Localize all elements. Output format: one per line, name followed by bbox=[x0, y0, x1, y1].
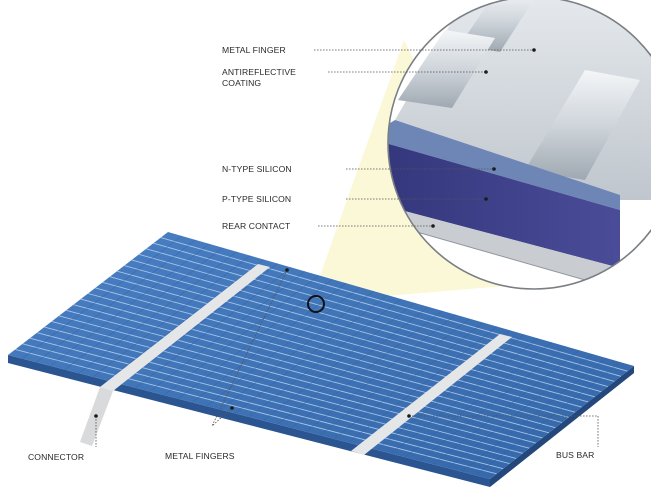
label-connector: CONNECTOR bbox=[28, 452, 84, 462]
cell-grid-division bbox=[348, 326, 498, 443]
cell-grid-division bbox=[475, 361, 621, 476]
cell-grid-division bbox=[433, 349, 580, 465]
label-metal-finger: METAL FINGER bbox=[222, 45, 286, 55]
cell-grid-division bbox=[21, 235, 182, 359]
cell-grid-division bbox=[64, 247, 224, 370]
cell-grid-division bbox=[192, 282, 347, 403]
cell-grid-division bbox=[447, 353, 594, 469]
zoom-highlight-circle bbox=[307, 295, 325, 313]
cell-grid-division bbox=[418, 346, 566, 462]
cell-grid-division bbox=[50, 243, 210, 367]
cell-grid-division bbox=[262, 302, 415, 421]
label-metal-fingers: METAL FINGERS bbox=[165, 451, 235, 461]
cell-grid-division bbox=[135, 267, 292, 389]
label-bus-bar: BUS BAR bbox=[556, 450, 594, 460]
label-rear-contact: REAR CONTACT bbox=[222, 221, 291, 231]
cell-grid-division bbox=[121, 263, 278, 385]
cell-grid-division bbox=[220, 290, 374, 410]
label-antireflective-line2: COATING bbox=[222, 78, 261, 88]
label-n-type-silicon: N-TYPE SILICON bbox=[222, 164, 292, 174]
cell-grid-division bbox=[291, 310, 443, 429]
cell-grid-division bbox=[277, 306, 429, 425]
cell-grid-division bbox=[333, 322, 484, 440]
label-p-type-silicon: P-TYPE SILICON bbox=[222, 194, 291, 204]
cell-grid-division bbox=[149, 271, 306, 392]
cell-grid-division bbox=[461, 357, 607, 472]
bus-bar-right bbox=[351, 334, 512, 455]
cell-grid-division bbox=[177, 279, 333, 400]
cell-grid-division bbox=[248, 298, 402, 418]
label-antireflective-line1: ANTIREFLECTIVE bbox=[222, 67, 296, 77]
cell-grid-division bbox=[234, 294, 388, 414]
cell-grid-division bbox=[36, 239, 196, 363]
cell-grid-division bbox=[163, 275, 319, 396]
cell-grid-division bbox=[92, 255, 251, 378]
cell-grid-division bbox=[376, 334, 525, 451]
cell-grid-division bbox=[319, 318, 470, 436]
cross-section-zoom bbox=[387, 0, 651, 290]
leader-lines bbox=[94, 48, 599, 447]
cell-grid-division bbox=[404, 342, 552, 458]
cell-grid-division bbox=[305, 314, 457, 432]
cell-grid-division bbox=[390, 338, 539, 454]
bus-bar-left bbox=[100, 264, 270, 391]
cell-grid-division bbox=[206, 286, 361, 407]
cell-grid-division bbox=[78, 251, 237, 374]
